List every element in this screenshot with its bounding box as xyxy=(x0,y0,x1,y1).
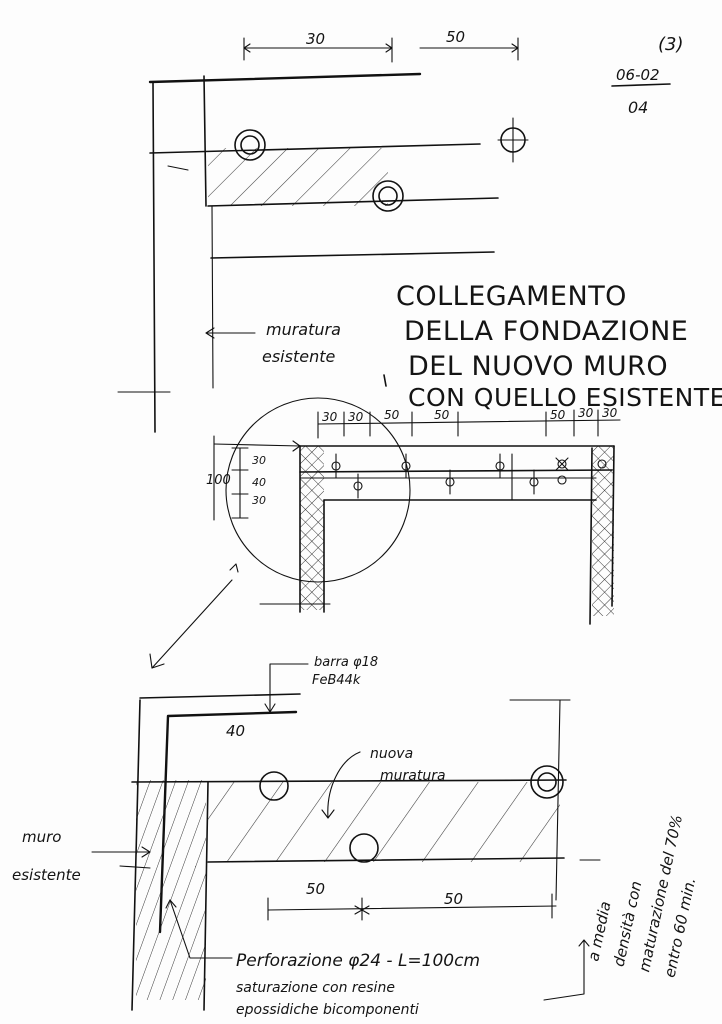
bottom-dim-right: 50 xyxy=(444,890,463,908)
top-sketch: 30 50 muratura esistente xyxy=(117,28,529,433)
date-divider xyxy=(611,83,671,87)
top-existing-label-2: esistente xyxy=(262,347,335,366)
page-number: (3) xyxy=(658,34,684,55)
top-existing-label-1: muratura xyxy=(266,320,341,339)
title-line-4: CON QUELLO ESISTENTE xyxy=(408,383,722,412)
bar-label-1: barra φ18 xyxy=(314,655,378,670)
middle-sketch: 30 30 50 50 50 30 30 100 30 40 30 xyxy=(149,397,621,669)
note-line-3: epossidiche bicomponenti xyxy=(236,1002,419,1018)
mid-dim-6: 30 xyxy=(578,406,594,420)
existing-wall-label-2: esistente xyxy=(12,866,81,884)
side-note-line-1: a media xyxy=(584,900,614,963)
side-note: a media densità con maturazione del 70% … xyxy=(584,813,699,979)
bar-length-40: 40 xyxy=(226,722,245,740)
mid-dim-2: 30 xyxy=(348,410,364,424)
note-line-1: Perforazione φ24 - L=100cm xyxy=(236,951,480,971)
bottom-sketch: barra φ18 FeB44k 40 nuova muratura muro … xyxy=(12,655,699,1018)
note-line-2: saturazione con resine xyxy=(236,980,395,996)
existing-wall-label-1: muro xyxy=(22,828,61,846)
mid-dim-7: 30 xyxy=(602,406,618,420)
mid-vertical-1: 30 xyxy=(252,454,266,467)
mid-dim-4: 50 xyxy=(434,408,450,422)
top-dim-50: 50 xyxy=(446,28,465,46)
mid-vertical-2: 40 xyxy=(252,476,266,489)
new-wall-label-1: nuova xyxy=(370,746,413,762)
top-dim-30: 30 xyxy=(306,30,325,48)
title-block: COLLEGAMENTO DELLA FONDAZIONE DEL NUOVO … xyxy=(383,281,722,412)
date-top: 06-02 xyxy=(616,66,660,84)
bottom-dim-left: 50 xyxy=(306,880,325,898)
mid-vertical-3: 30 xyxy=(252,494,266,507)
bar-label-2: FeB44k xyxy=(312,673,361,688)
mid-dim-3: 50 xyxy=(384,408,400,422)
date-bottom: 04 xyxy=(628,98,648,117)
mid-dim-1: 30 xyxy=(322,410,338,424)
title-line-3: DEL NUOVO MURO xyxy=(408,351,668,382)
new-wall-label-2: muratura xyxy=(380,768,446,784)
mid-dim-5: 50 xyxy=(550,408,566,422)
mid-vertical-total: 100 xyxy=(206,473,231,488)
title-line-2: DELLA FONDAZIONE xyxy=(404,316,688,347)
title-line-1: COLLEGAMENTO xyxy=(396,281,627,312)
